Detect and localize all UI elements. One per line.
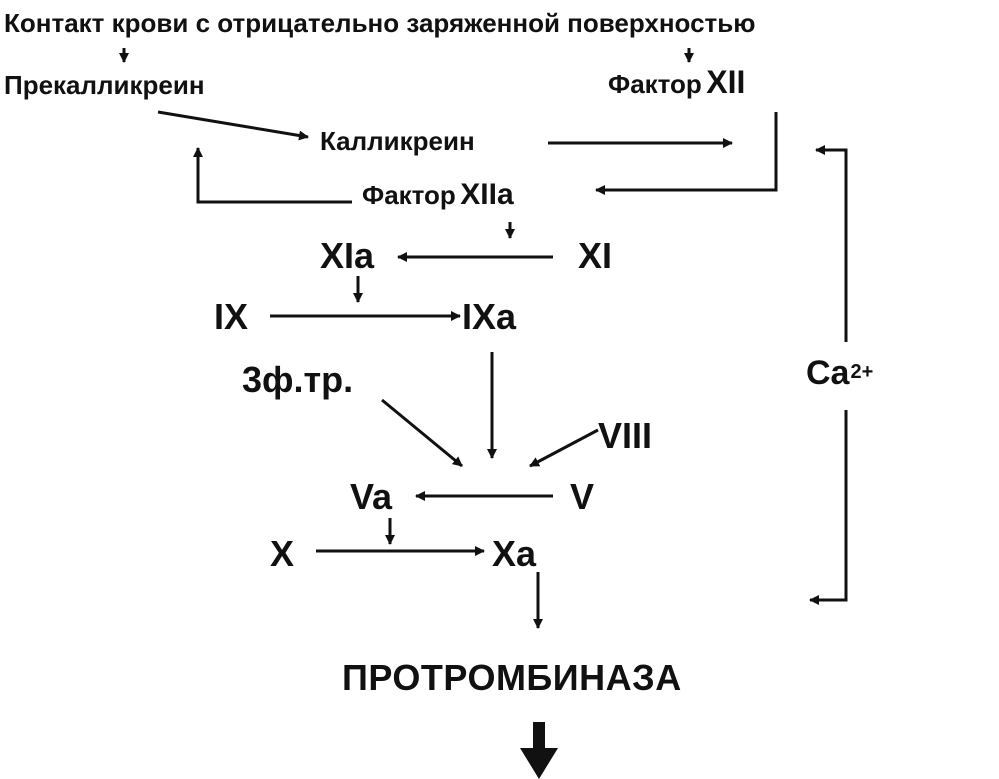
factor-xiia-prefix: Фактор [362, 180, 456, 210]
calcium-label: Ca2+ [806, 356, 873, 390]
factor-xii-prefix: Фактор [608, 69, 702, 99]
prekallikrein-label: Прекалликреин [4, 70, 205, 100]
arrow-viii-to-complex [529, 428, 599, 468]
viii-label: VIII [598, 415, 653, 456]
xia-label: XIa [320, 235, 375, 276]
calcium-symbol: Ca [806, 354, 850, 392]
header-label: Контакт крови с отрицательно заряженной … [4, 8, 756, 38]
arrow-xii-to-xiia [595, 112, 778, 195]
prothrombinase-label: ПРОТРОМБИНАЗА [342, 657, 682, 698]
kallikrein-label: Калликреин [320, 126, 475, 156]
arrow-prothrombinase-output [520, 722, 558, 779]
va-label: Va [350, 476, 393, 517]
factor-xiia-label: Фактор XIIa [362, 180, 514, 210]
v-label: V [570, 476, 595, 517]
xi-label: XI [578, 235, 613, 276]
factor-xii-roman: XII [706, 64, 746, 100]
ixa-label: IXa [462, 296, 517, 337]
arrow-xiia-feedback [193, 147, 352, 204]
x-label: X [270, 533, 295, 574]
arrow-calcium-to-bottom [809, 410, 848, 605]
ix-label: IX [214, 296, 249, 337]
phospholipid-label: 3ф.тр. [242, 359, 354, 400]
arrow-calcium-to-top [815, 145, 848, 342]
factor-xiia-roman: XIIa [460, 178, 514, 211]
calcium-charge: 2+ [850, 360, 874, 383]
factor-xii-label: Фактор XII [608, 66, 745, 98]
arrow-prekallikrein-to-kallikrein [157, 110, 309, 141]
arrow-phospholipid-to-complex [381, 398, 463, 468]
xa-label: Xa [492, 533, 537, 574]
